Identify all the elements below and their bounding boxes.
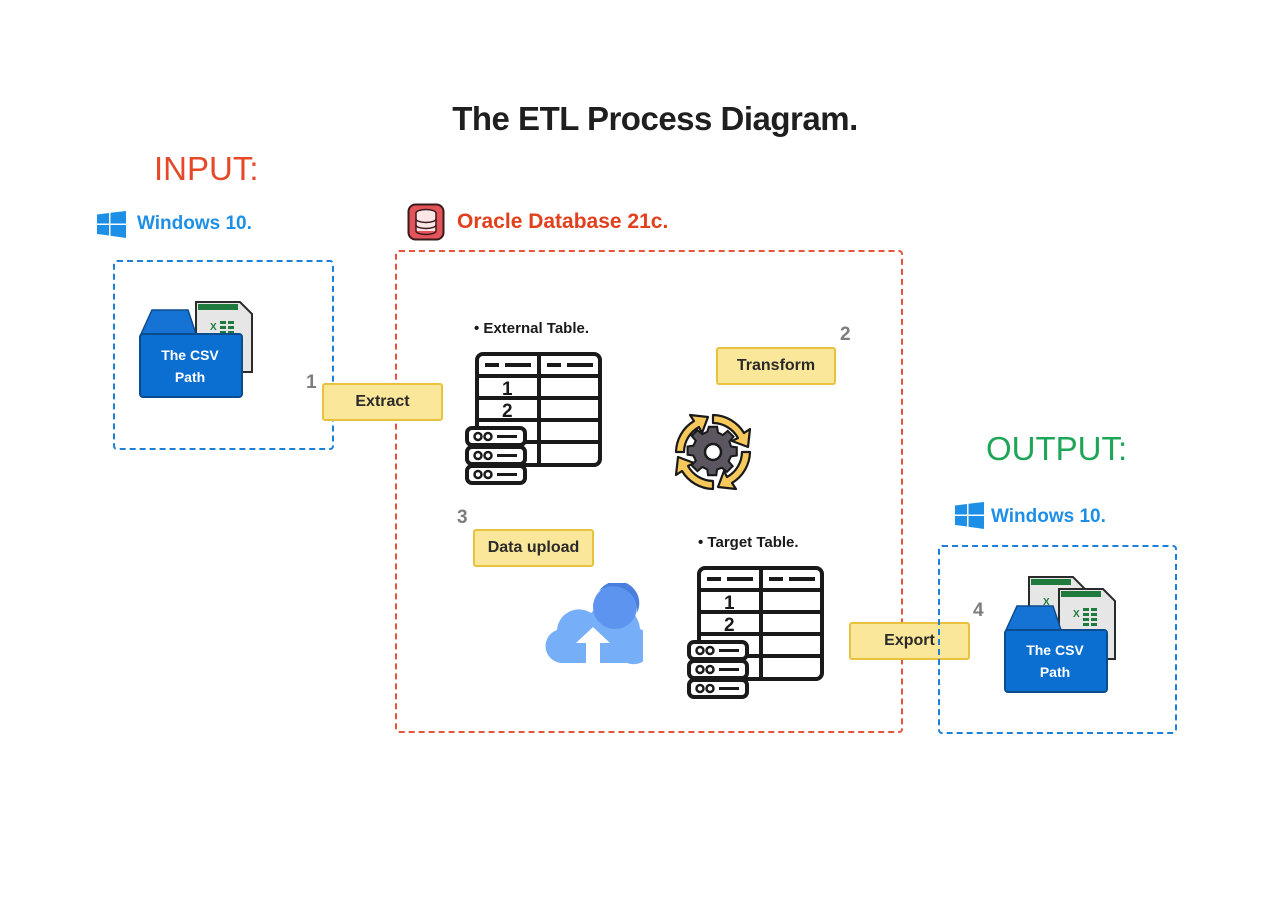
external-row-1: 1	[502, 379, 513, 400]
input-heading: INPUT:	[154, 150, 259, 187]
target-table-label: • Target Table.	[698, 534, 799, 551]
external-table-icon: 1 2	[465, 352, 605, 488]
target-row-1: 1	[724, 593, 735, 614]
input-windows-label: Windows 10.	[137, 213, 252, 234]
input-windows-box	[113, 260, 334, 450]
oracle-database-icon	[407, 203, 445, 241]
step-4-number: 4	[973, 600, 984, 621]
export-tag: Export	[849, 622, 970, 660]
step-2-number: 2	[840, 324, 851, 345]
output-csv-folder-icon: X X	[1003, 575, 1119, 695]
gears-cycle-icon	[668, 407, 758, 497]
output-heading: OUTPUT:	[986, 430, 1128, 467]
external-table-text: External Table.	[483, 320, 590, 337]
svg-text:X: X	[1043, 597, 1050, 608]
data-upload-tag: Data upload	[473, 529, 594, 567]
svg-text:X: X	[1073, 609, 1080, 620]
input-folder-label: The CSV Path	[140, 344, 240, 388]
oracle-label: Oracle Database 21c.	[457, 210, 669, 233]
input-folder-line2: Path	[174, 369, 206, 385]
external-row-2: 2	[502, 401, 513, 422]
output-folder-label: The CSV Path	[1005, 639, 1105, 683]
external-server-icon	[465, 426, 527, 485]
svg-text:X: X	[210, 322, 217, 333]
input-folder-line1: The CSV	[161, 347, 219, 363]
cloud-upload-icon	[543, 583, 643, 665]
step-3-number: 3	[457, 507, 468, 528]
output-folder-line1: The CSV	[1026, 642, 1084, 658]
oracle-database-box	[395, 250, 903, 733]
output-folder-line2: Path	[1039, 664, 1071, 680]
target-server-icon	[687, 640, 749, 699]
input-windows-logo-icon	[97, 211, 126, 238]
target-table-icon: 1 2	[687, 566, 827, 702]
external-table-label: • External Table.	[474, 320, 590, 337]
target-table-text: Target Table.	[707, 534, 799, 551]
output-windows-box	[938, 545, 1177, 734]
input-csv-folder-icon: X	[138, 300, 258, 400]
transform-tag: Transform	[716, 347, 836, 385]
output-windows-logo-icon	[955, 502, 984, 529]
diagram-title: The ETL Process Diagram.	[452, 100, 858, 137]
extract-tag: Extract	[322, 383, 443, 421]
target-row-2: 2	[724, 615, 735, 636]
step-1-number: 1	[306, 372, 317, 393]
output-windows-label: Windows 10.	[991, 506, 1106, 527]
